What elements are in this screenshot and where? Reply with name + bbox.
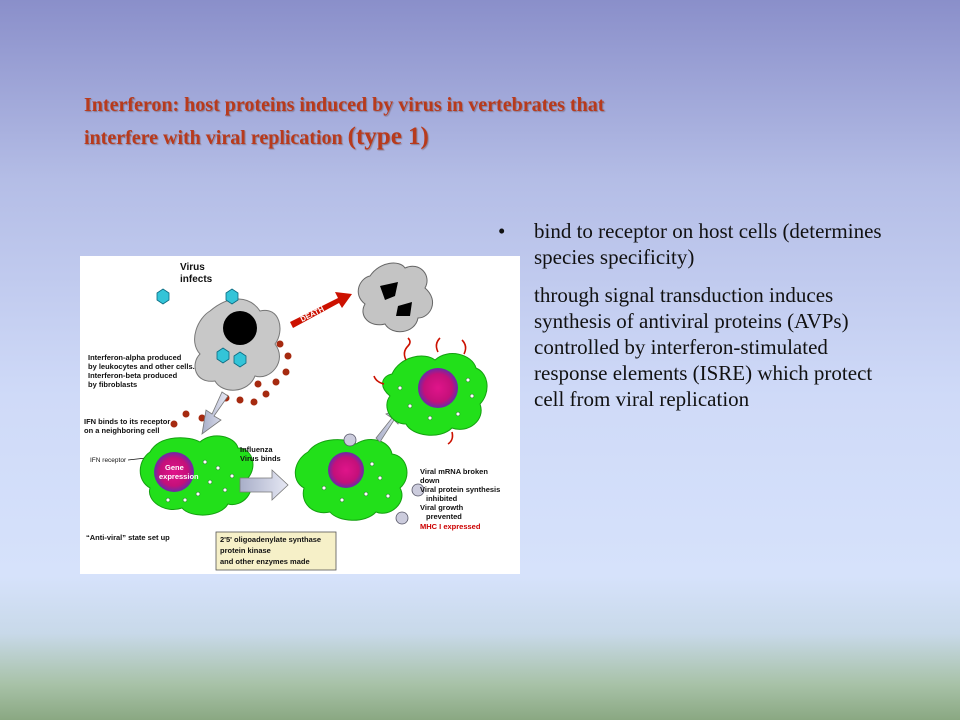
svg-text:inhibited: inhibited xyxy=(426,494,458,503)
svg-text:Interferon-beta produced: Interferon-beta produced xyxy=(88,371,178,380)
svg-text:IFN binds to its receptor: IFN binds to its receptor xyxy=(84,417,170,426)
dead-cell xyxy=(357,262,434,333)
death-label: DEATH xyxy=(299,304,326,323)
nucleus-1 xyxy=(154,452,194,492)
mhc-label: MHC I expressed xyxy=(420,522,481,531)
nucleus-2 xyxy=(328,452,364,488)
arrow-to-infection xyxy=(239,469,289,501)
bullet-text-1: bind to receptor on host cells (determin… xyxy=(534,219,882,269)
svg-text:and other enzymes made: and other enzymes made xyxy=(220,557,310,566)
bullet-marker: • xyxy=(498,219,506,243)
svg-text:Viral growth: Viral growth xyxy=(420,503,464,512)
title-line-2: interfere with viral replication xyxy=(84,127,348,149)
virus-particles xyxy=(156,288,247,368)
death-arrow: DEATH xyxy=(290,292,352,328)
svg-text:Virus binds: Virus binds xyxy=(240,454,281,463)
virus-label-2: infects xyxy=(180,274,213,285)
gene-expression-label-1: Gene xyxy=(165,463,184,472)
bullet-list: • bind to receptor on host cells (determ… xyxy=(498,218,898,412)
svg-text:Viral mRNA broken: Viral mRNA broken xyxy=(420,467,488,476)
enzymes-text: 2'5' oligoadenylate synthase protein kin… xyxy=(220,535,321,566)
slide-title: Interferon: host proteins induced by vir… xyxy=(84,90,844,154)
viral-effects-text: Viral mRNA broken down Viral protein syn… xyxy=(420,467,500,521)
bullet-text-2: through signal transduction induces synt… xyxy=(534,283,873,411)
bullet-item: • bind to receptor on host cells (determ… xyxy=(498,218,898,270)
svg-text:on a neighboring cell: on a neighboring cell xyxy=(84,426,159,435)
antiviral-state-label: “Anti-viral” state set up xyxy=(86,533,170,542)
title-line-1: Interferon: host proteins induced by vir… xyxy=(84,94,605,116)
mhc-receptors xyxy=(373,337,467,445)
enzymes-box xyxy=(215,531,337,571)
svg-text:down: down xyxy=(420,476,440,485)
svg-text:by leukocytes and other cells.: by leukocytes and other cells. xyxy=(88,362,195,371)
virus-label-1: Virus xyxy=(180,262,205,273)
svg-text:by fibroblasts: by fibroblasts xyxy=(88,380,137,389)
ifn-receptor-label: IFN receptor xyxy=(90,457,127,464)
interferon-diagram: Virus infects DEATH Interferon-alpha pro… xyxy=(80,256,520,574)
svg-text:protein kinase: protein kinase xyxy=(220,546,271,555)
svg-text:prevented: prevented xyxy=(426,512,462,521)
influenza-text: Influenza Virus binds xyxy=(240,445,281,463)
nucleus-3 xyxy=(418,368,458,408)
svg-text:Interferon-alpha produced: Interferon-alpha produced xyxy=(88,353,182,362)
gene-expression-label-2: expression xyxy=(159,472,199,481)
title-emphasis: (type 1) xyxy=(347,123,429,150)
diagram-svg: Virus infects DEATH Interferon-alpha pro… xyxy=(84,262,500,571)
svg-text:Influenza: Influenza xyxy=(240,445,273,454)
arrow-to-neighbor xyxy=(201,391,229,435)
svg-text:Viral protein synthesis: Viral protein synthesis xyxy=(420,485,500,494)
infected-nucleus xyxy=(223,311,257,345)
ifn-alpha-text: Interferon-alpha produced by leukocytes … xyxy=(88,353,195,389)
ifn-binds-text: IFN binds to its receptor on a neighbori… xyxy=(84,417,170,435)
svg-text:2'5' oligoadenylate synthase: 2'5' oligoadenylate synthase xyxy=(220,535,321,544)
bound-viruses xyxy=(343,433,425,525)
